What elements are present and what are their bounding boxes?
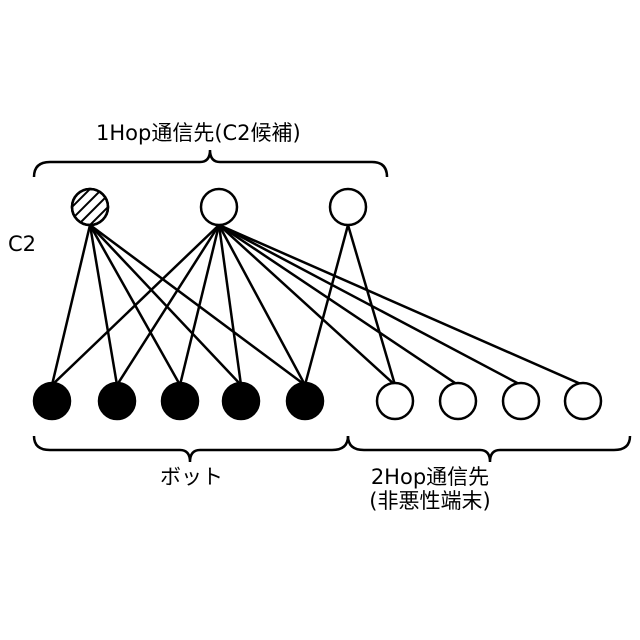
label-bots: ボット — [160, 465, 223, 489]
bot-node-3 — [162, 383, 198, 419]
bot-node-2 — [99, 383, 135, 419]
bracket-two-hop — [348, 436, 630, 462]
bracket-one-hop — [34, 150, 387, 177]
one-hop-node-3 — [330, 189, 366, 225]
bot-node-4 — [223, 383, 259, 419]
edge-mid-bot2 — [117, 225, 219, 385]
label-two-hop: 2Hop通信先 (非悪性端末) — [369, 465, 490, 513]
label-c2: C2 — [8, 232, 36, 256]
edge-mid-host2 — [219, 225, 458, 385]
label-one-hop: 1Hop通信先(C2候補) — [96, 121, 301, 145]
label-two-hop-line1: 2Hop通信先 — [369, 465, 490, 489]
label-two-hop-line2: (非悪性端末) — [369, 489, 490, 513]
host-node-4 — [565, 383, 601, 419]
host-node-2 — [440, 383, 476, 419]
one-hop-node-2 — [201, 189, 237, 225]
bot-node-5 — [287, 383, 323, 419]
edges — [52, 225, 583, 385]
edge-mid-bot4 — [219, 225, 241, 385]
edge-right-bot5 — [305, 225, 348, 385]
edge-c2-bot1 — [52, 225, 90, 385]
host-node-1 — [377, 383, 413, 419]
c2-node — [60, 183, 120, 243]
bracket-bots — [34, 436, 348, 462]
bot-node-1 — [34, 383, 70, 419]
edge-mid-bot1 — [52, 225, 219, 385]
host-node-3 — [503, 383, 539, 419]
edge-mid-bot3 — [180, 225, 219, 385]
